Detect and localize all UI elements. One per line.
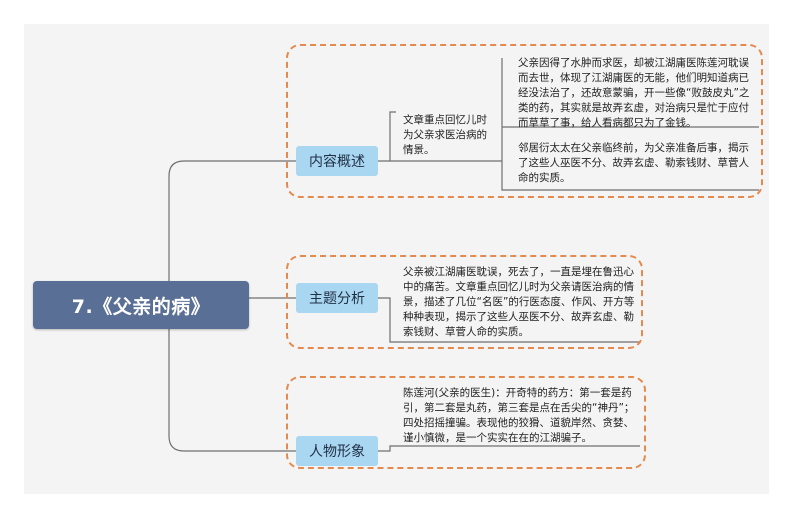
content-detail-1: 父亲因得了水肿而求医，却被江湖庸医陈莲河耽误而去世，体现了江湖庸医的无能，他们明… xyxy=(518,57,750,129)
branch-label: 主题分析 xyxy=(309,291,365,307)
connector-character-text xyxy=(378,445,640,452)
root-node[interactable]: 7.《父亲的病》 xyxy=(33,281,249,329)
content-summary-text: 文章重点回忆儿时为父亲求医治病的情景。 xyxy=(403,114,487,156)
connector-content-summary xyxy=(378,111,396,162)
content-group-frame xyxy=(286,44,763,198)
connector-detail-1 xyxy=(501,58,759,161)
branch-label: 内容概述 xyxy=(309,154,365,170)
connector-theme-text xyxy=(378,297,640,343)
connector-root-to-character xyxy=(168,329,296,452)
root-title: 7.《父亲的病》 xyxy=(71,295,211,318)
content-detail-2: 邻居衍太太在父亲临终前，为父亲准备后事，揭示了这些人巫医不分、故弄玄虚、勒索钱财… xyxy=(518,142,749,184)
connector-detail-2 xyxy=(501,161,759,191)
branch-label: 人物形象 xyxy=(309,444,365,460)
branch-content-summary[interactable]: 内容概述 xyxy=(296,146,378,176)
connector-root-to-content xyxy=(168,160,296,281)
character-text: 陈莲河(父亲的医生)：开奇特的药方：第一套是药引，第二套是丸药，第三套是点在舌尖… xyxy=(403,387,635,444)
theme-group-frame xyxy=(286,255,643,349)
theme-text: 父亲被江湖庸医耽误，死去了，一直是埋在鲁迅心中的痛苦。文章重点回忆儿时为父亲请医… xyxy=(403,266,635,338)
branch-character-image[interactable]: 人物形象 xyxy=(296,436,378,466)
character-group-frame xyxy=(286,376,646,469)
branch-theme-analysis[interactable]: 主题分析 xyxy=(296,283,378,313)
